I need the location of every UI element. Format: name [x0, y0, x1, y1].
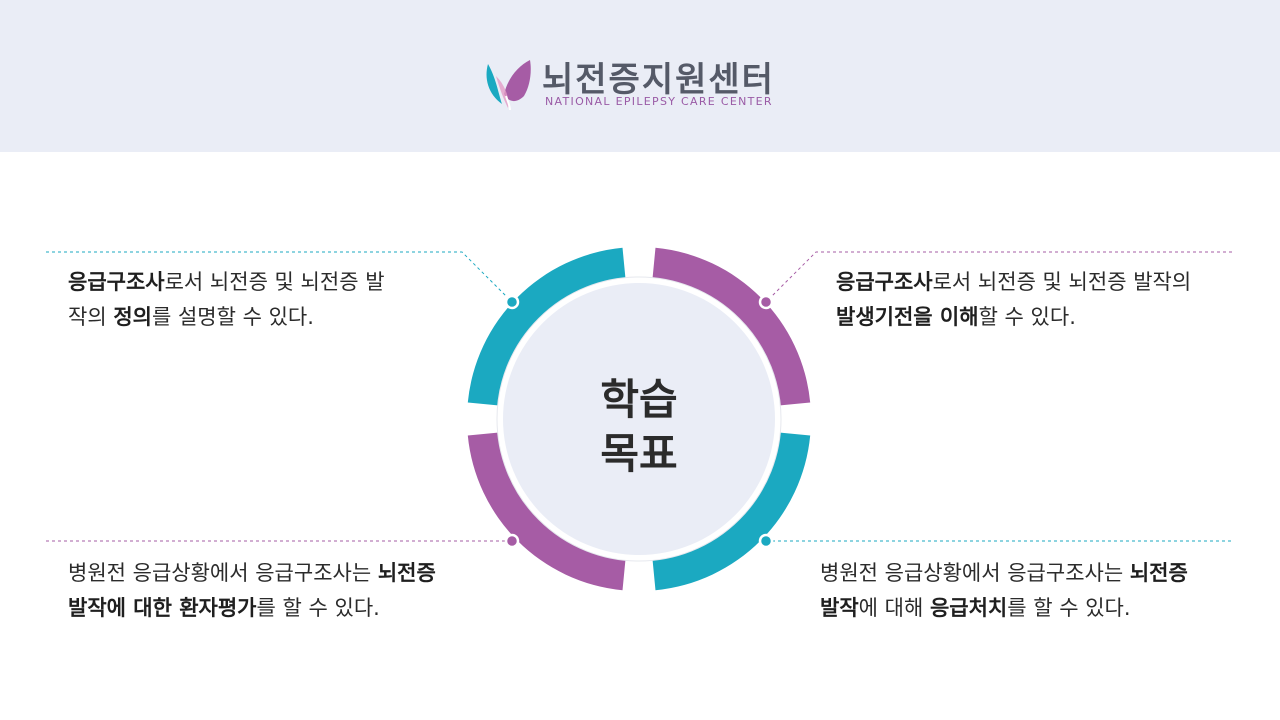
- goal-top-right: 응급구조사로서 뇌전증 및 뇌전증 발작의 발생기전을 이해할 수 있다.: [836, 265, 1256, 335]
- connector-dot-br: [758, 533, 774, 549]
- goal-bottom-left: 병원전 응급상황에서 응급구조사는 뇌전증 발작에 대한 환자평가를 할 수 있…: [68, 556, 488, 626]
- goal-br-text-1: 병원전 응급상황에서 응급구조사는: [820, 561, 1130, 585]
- header-band: 뇌전증지원센터 NATIONAL EPILEPSY CARE CENTER: [0, 0, 1280, 152]
- goal-tl-bold-1: 응급구조사: [68, 270, 165, 294]
- center-title-line2: 목표: [600, 429, 677, 478]
- goal-tl-text-1: 로서 뇌전증 및 뇌전증 발: [164, 270, 385, 294]
- logo-title: 뇌전증지원센터: [542, 60, 775, 100]
- connector-line-tr: [765, 251, 1232, 303]
- goal-tl-text-3: 를 설명할 수 있다.: [151, 305, 314, 329]
- leaf-logo-icon: [486, 60, 531, 110]
- goal-tl-text-2: 작의: [68, 305, 114, 329]
- logo: 뇌전증지원센터 NATIONAL EPILEPSY CARE CENTER: [484, 54, 784, 114]
- connector-dot-tr: [758, 294, 774, 310]
- center-disc: [503, 283, 775, 555]
- goal-bl-text-1: 병원전 응급상황에서 응급구조사는: [68, 561, 378, 585]
- goal-tr-bold-2: 발생기전을 이해: [836, 305, 979, 329]
- goal-bl-bold-2: 발작에 대한 환자평가: [68, 596, 257, 620]
- connector-dot-tl: [504, 294, 520, 310]
- goal-top-left: 응급구조사로서 뇌전증 및 뇌전증 발 작의 정의를 설명할 수 있다.: [68, 265, 448, 335]
- goal-br-bold-2: 발작: [820, 596, 859, 620]
- goal-br-text-3: 를 할 수 있다.: [1007, 596, 1131, 620]
- goal-bl-text-2: 를 할 수 있다.: [256, 596, 380, 620]
- connector-dot-bl: [504, 533, 520, 549]
- center-title-line1: 학습: [600, 375, 677, 424]
- goal-br-text-2: 에 대해: [858, 596, 930, 620]
- goal-tr-text-2: 할 수 있다.: [978, 305, 1076, 329]
- goal-bottom-right: 병원전 응급상황에서 응급구조사는 뇌전증 발작에 대해 응급처치를 할 수 있…: [820, 556, 1260, 626]
- goal-br-bold-1: 뇌전증: [1129, 561, 1188, 585]
- goal-tl-bold-2: 정의: [113, 305, 152, 329]
- logo-subtitle: NATIONAL EPILEPSY CARE CENTER: [545, 95, 773, 108]
- connector-line-tl: [46, 251, 513, 303]
- goal-tr-bold-1: 응급구조사: [836, 270, 933, 294]
- goal-bl-bold-1: 뇌전증: [377, 561, 436, 585]
- goal-br-bold-3: 응급처치: [929, 596, 1008, 620]
- goal-tr-text-1: 로서 뇌전증 및 뇌전증 발작의: [932, 270, 1192, 294]
